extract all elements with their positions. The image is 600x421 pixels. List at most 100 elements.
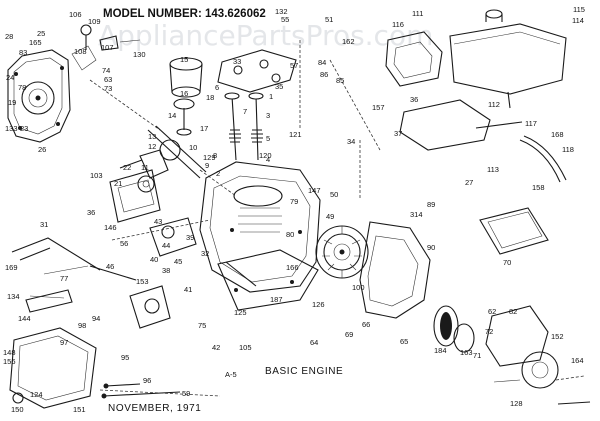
part-callout: 37	[394, 129, 402, 138]
part-callout: 25	[37, 29, 45, 38]
instruction-plate-drawing	[479, 207, 549, 255]
base-plate-drawing	[217, 249, 319, 311]
part-callout: 90	[427, 243, 435, 252]
part-callout: 33	[233, 57, 241, 66]
part-callout: 153	[136, 277, 149, 286]
part-callout: 80	[286, 230, 294, 239]
starter-drawing	[433, 305, 559, 389]
part-callout: 158	[532, 183, 545, 192]
part-callout: 32	[201, 249, 209, 258]
tank-bracket-drawing	[385, 31, 523, 151]
bolts-drawing	[101, 383, 591, 405]
part-callout: 107	[101, 43, 114, 52]
part-callout: 113	[487, 165, 499, 174]
part-callout: 150	[11, 405, 24, 414]
part-callout: 109	[88, 17, 101, 26]
part-callout: 71	[473, 351, 481, 360]
part-callout: 66	[362, 320, 370, 329]
part-callout: 7	[243, 107, 247, 116]
part-callout: 8	[213, 151, 217, 160]
part-callout: 73	[104, 84, 112, 93]
part-callout: 187	[270, 295, 283, 304]
part-callout: 79	[290, 197, 298, 206]
part-callout: 59	[182, 389, 190, 398]
part-callout: 74	[102, 66, 110, 75]
part-callout: 72	[485, 327, 493, 336]
part-callout: 84	[318, 58, 326, 67]
part-callout: 115	[573, 5, 585, 14]
engine-block-drawing	[199, 161, 321, 293]
part-callout: 50	[330, 190, 338, 199]
part-callout: 10	[189, 143, 197, 152]
part-callout: 22	[123, 163, 131, 172]
part-callout: 108	[74, 47, 87, 56]
part-callout: 94	[92, 314, 100, 323]
part-callout: 11	[141, 163, 149, 172]
valves-drawing	[224, 92, 264, 161]
fuel-tank-drawing	[449, 9, 567, 109]
part-callout: 57	[290, 61, 298, 70]
part-callout: 85	[336, 76, 344, 85]
part-callout: 100	[352, 283, 365, 292]
part-callout: 36	[87, 208, 95, 217]
part-callout: 34	[347, 137, 355, 146]
part-callouts: 106 109 108 107 130 28 25 165 83 24 78 1…	[3, 5, 585, 414]
part-callout: 148	[3, 348, 16, 357]
part-callout: 12	[148, 142, 156, 151]
part-callout: 35	[275, 82, 283, 91]
part-callout: 63	[104, 75, 112, 84]
part-callout: 106	[69, 10, 82, 19]
part-callout: 65	[400, 337, 408, 346]
part-callout: 38	[162, 266, 170, 275]
part-callout: 151	[73, 405, 86, 414]
part-callout: 144	[18, 314, 31, 323]
part-callout: 17	[200, 124, 208, 133]
assembly-guide-lines	[89, 40, 585, 397]
part-callout: 184	[434, 346, 447, 355]
watermark: AppliancePartsPros.com	[98, 19, 433, 52]
part-callout: 98	[78, 321, 86, 330]
part-callout: 116	[392, 20, 404, 29]
part-callout: 70	[503, 258, 511, 267]
part-callout: 14	[168, 111, 176, 120]
part-callout: 95	[121, 353, 129, 362]
part-callout: 314	[410, 210, 423, 219]
part-callout: 62	[488, 307, 496, 316]
part-callout: 97	[60, 338, 68, 347]
part-callout: 86	[320, 70, 328, 79]
part-callout: 23	[20, 124, 28, 133]
part-callout: 165	[29, 38, 42, 47]
part-callout: 133	[5, 124, 18, 133]
figure-id: A-5	[225, 370, 237, 379]
part-callout: 28	[5, 32, 13, 41]
part-callout: 18	[206, 93, 214, 102]
part-callout: 26	[38, 145, 46, 154]
part-callout: 77	[60, 274, 68, 283]
part-callout: 78	[18, 83, 26, 92]
part-callout: 132	[275, 7, 288, 16]
part-callout: 21	[114, 179, 122, 188]
part-callout: 31	[40, 220, 48, 229]
part-callout: 13	[148, 132, 156, 141]
part-callout: 44	[162, 241, 170, 250]
part-callout: 128	[510, 399, 523, 408]
part-callout: 49	[326, 212, 334, 221]
part-callout: 125	[234, 308, 247, 317]
gear-cover-drawing	[7, 24, 141, 143]
part-callout: 114	[572, 16, 584, 25]
part-callout: 129	[203, 153, 216, 162]
part-callout: 56	[120, 239, 128, 248]
part-callout: 112	[488, 100, 500, 109]
part-callout: 51	[325, 15, 333, 24]
part-callout: 105	[239, 343, 252, 352]
part-callout: 40	[150, 255, 158, 264]
engine-illustration	[7, 9, 591, 409]
part-callout: 126	[312, 300, 325, 309]
model-number-header: MODEL NUMBER: 143.626062	[103, 8, 266, 20]
flywheel-drawing	[315, 221, 431, 319]
part-callout: 147	[308, 186, 321, 195]
part-callout: 117	[525, 119, 537, 128]
crankshaft-drawing	[119, 125, 207, 193]
part-callout: 5	[266, 134, 270, 143]
